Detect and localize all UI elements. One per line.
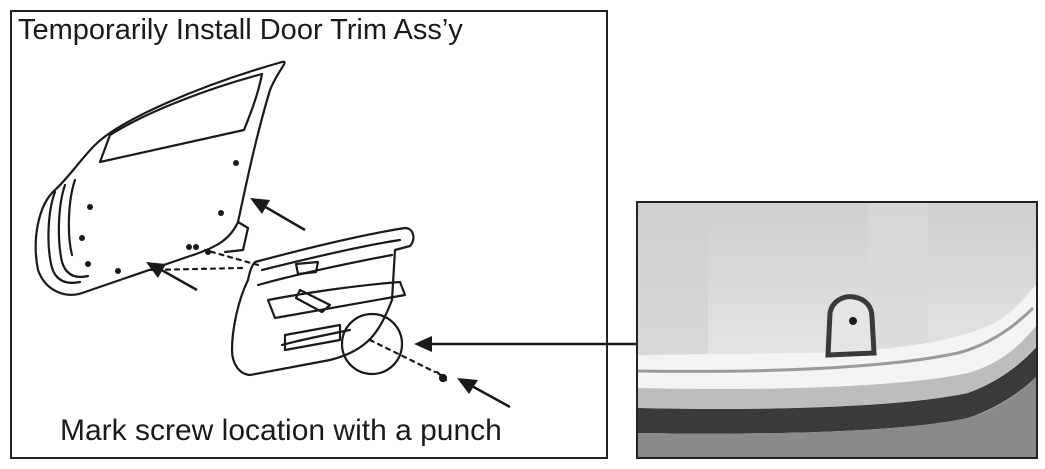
- arrow-upper: [261, 203, 306, 232]
- detail-photo: [636, 201, 1038, 459]
- callout-circle: [340, 312, 404, 376]
- screw-hole: [849, 317, 857, 325]
- instruction-caption: Mark screw location with a punch: [60, 414, 502, 447]
- arrow-lower: [157, 266, 198, 292]
- screw-tab: [825, 294, 877, 358]
- arrow-screw: [469, 383, 511, 409]
- diagram-title: Temporarily Install Door Trim Ass’y: [18, 14, 463, 46]
- door-trim-panel: [230, 226, 415, 377]
- window-opening: [98, 72, 264, 164]
- door-frame: [34, 60, 286, 296]
- illustration-panel: [10, 10, 608, 459]
